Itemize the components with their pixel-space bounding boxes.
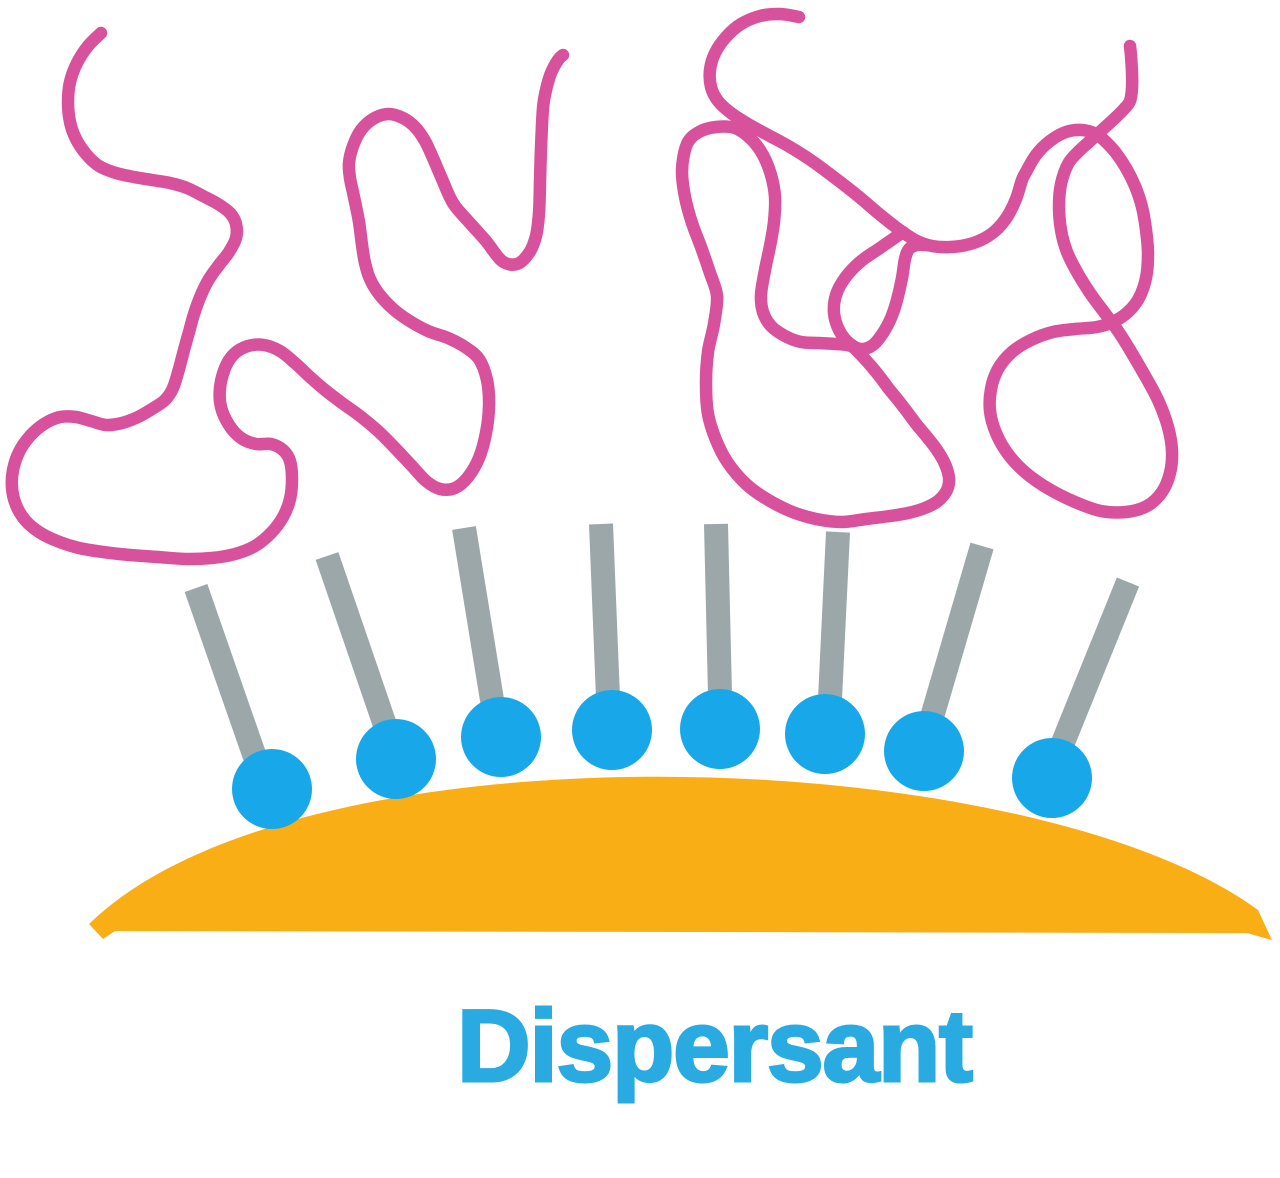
svg-text:Dispersant: Dispersant [457,989,973,1103]
